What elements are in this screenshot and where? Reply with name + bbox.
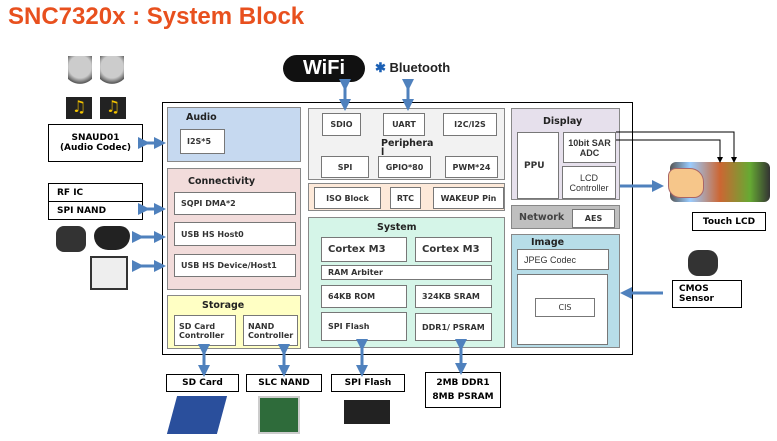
i2s-box: I2S*5 <box>180 129 225 154</box>
chip-boundary <box>162 102 633 355</box>
image-label: Image <box>531 237 565 248</box>
cmos-camera-image <box>688 250 718 276</box>
wifi-logo: WiFi <box>283 55 365 82</box>
connectivity-label: Connectivity <box>188 176 256 187</box>
spi-flash-chip-image <box>344 400 390 424</box>
wakeup-box: WAKEUP Pin <box>433 187 504 209</box>
misc-block: ISO Block RTC WAKEUP Pin <box>308 183 505 211</box>
network-label: Network <box>519 212 565 223</box>
touch-lcd-label: Touch LCD <box>692 212 766 231</box>
bluetooth-label: Bluetooth <box>389 60 451 75</box>
gamepad-icon <box>94 226 130 250</box>
jpeg-codec-box: JPEG Codec <box>517 249 609 270</box>
sram-box: 324KB SRAM <box>415 285 492 308</box>
computer-icon <box>90 256 128 290</box>
system-block: System Cortex M3 Cortex M3 RAM Arbiter 6… <box>308 217 505 348</box>
spi-flash-box: SPI Flash <box>321 312 407 341</box>
iso-block-box: ISO Block <box>314 187 381 209</box>
lcd-controller-box: LCD Controller <box>562 166 616 199</box>
pwm-box: PWM*24 <box>445 156 498 178</box>
music-icon: ♫ <box>100 97 126 119</box>
snaud01-box: SNAUD01(Audio Codec) <box>48 124 143 162</box>
sar-adc-box: 10bit SAR ADC <box>563 132 616 163</box>
ddr-psram-box: DDR1/ PSRAM <box>415 313 492 341</box>
psram-label: 8MB PSRAM <box>432 392 494 402</box>
i2c-box: I2C/I2S <box>443 113 497 136</box>
storage-label: Storage <box>202 300 245 311</box>
snaud01-sub-label: (Audio Codec) <box>59 143 132 153</box>
sd-controller-box: SD Card Controller <box>174 315 236 346</box>
cmos-sensor-label: CMOS Sensor <box>672 280 742 308</box>
sdio-box: SDIO <box>322 113 361 136</box>
rtc-box: RTC <box>390 187 421 209</box>
touch-line <box>616 139 723 163</box>
uart-box: UART <box>383 113 425 136</box>
microphone-icon <box>100 56 124 92</box>
peripheral-label: Periphera l <box>381 138 434 158</box>
bluetooth-logo: ✱ Bluetooth <box>375 60 450 76</box>
ram-arbiter-box: RAM Arbiter <box>321 265 492 280</box>
microphone-icon <box>68 56 92 92</box>
bluetooth-icon: ✱ <box>375 60 386 75</box>
camera-icon <box>56 226 86 252</box>
cortex-m3-box: Cortex M3 <box>321 237 407 262</box>
rom-box: 64KB ROM <box>321 285 407 308</box>
cortex-m3-box: Cortex M3 <box>415 237 492 262</box>
display-label: Display <box>543 116 583 127</box>
ppu-box: PPU <box>517 132 559 199</box>
audio-label: Audio <box>186 112 217 123</box>
connectivity-block: Connectivity SQPI DMA*2 USB HS Host0 USB… <box>167 168 301 290</box>
spi-box: SPI <box>321 156 369 178</box>
spi-flash-label: SPI Flash <box>331 374 405 392</box>
usb-host0-box: USB HS Host0 <box>174 222 296 246</box>
storage-block: Storage SD Card Controller NAND Controll… <box>167 295 301 349</box>
audio-block: Audio I2S*5 <box>167 107 301 162</box>
image-block: Image JPEG Codec CIS <box>511 234 620 348</box>
display-block: Display PPU 10bit SAR ADC LCD Controller <box>511 108 620 200</box>
hand-icon <box>668 168 704 198</box>
music-icon: ♫ <box>66 97 92 119</box>
cis-box: CIS <box>535 298 595 317</box>
slc-nand-label: SLC NAND <box>246 374 322 392</box>
ddr-psram-label: 2MB DDR1 8MB PSRAM <box>425 372 501 408</box>
sqpi-box: SQPI DMA*2 <box>174 192 296 215</box>
usb-host1-box: USB HS Device/Host1 <box>174 254 296 277</box>
page-title: SNC7320x : System Block <box>8 3 305 30</box>
nand-controller-box: NAND Controller <box>243 315 298 346</box>
gpio-box: GPIO*80 <box>378 156 431 178</box>
ddr-label: 2MB DDR1 <box>436 378 490 388</box>
cis-container: CIS <box>517 274 608 345</box>
system-label: System <box>377 222 417 233</box>
nand-chip-image <box>258 396 300 434</box>
aes-box: AES <box>572 209 615 228</box>
network-block: Network AES <box>511 205 620 229</box>
touch-line <box>616 131 737 163</box>
snaud01-label: SNAUD01 <box>71 133 120 143</box>
